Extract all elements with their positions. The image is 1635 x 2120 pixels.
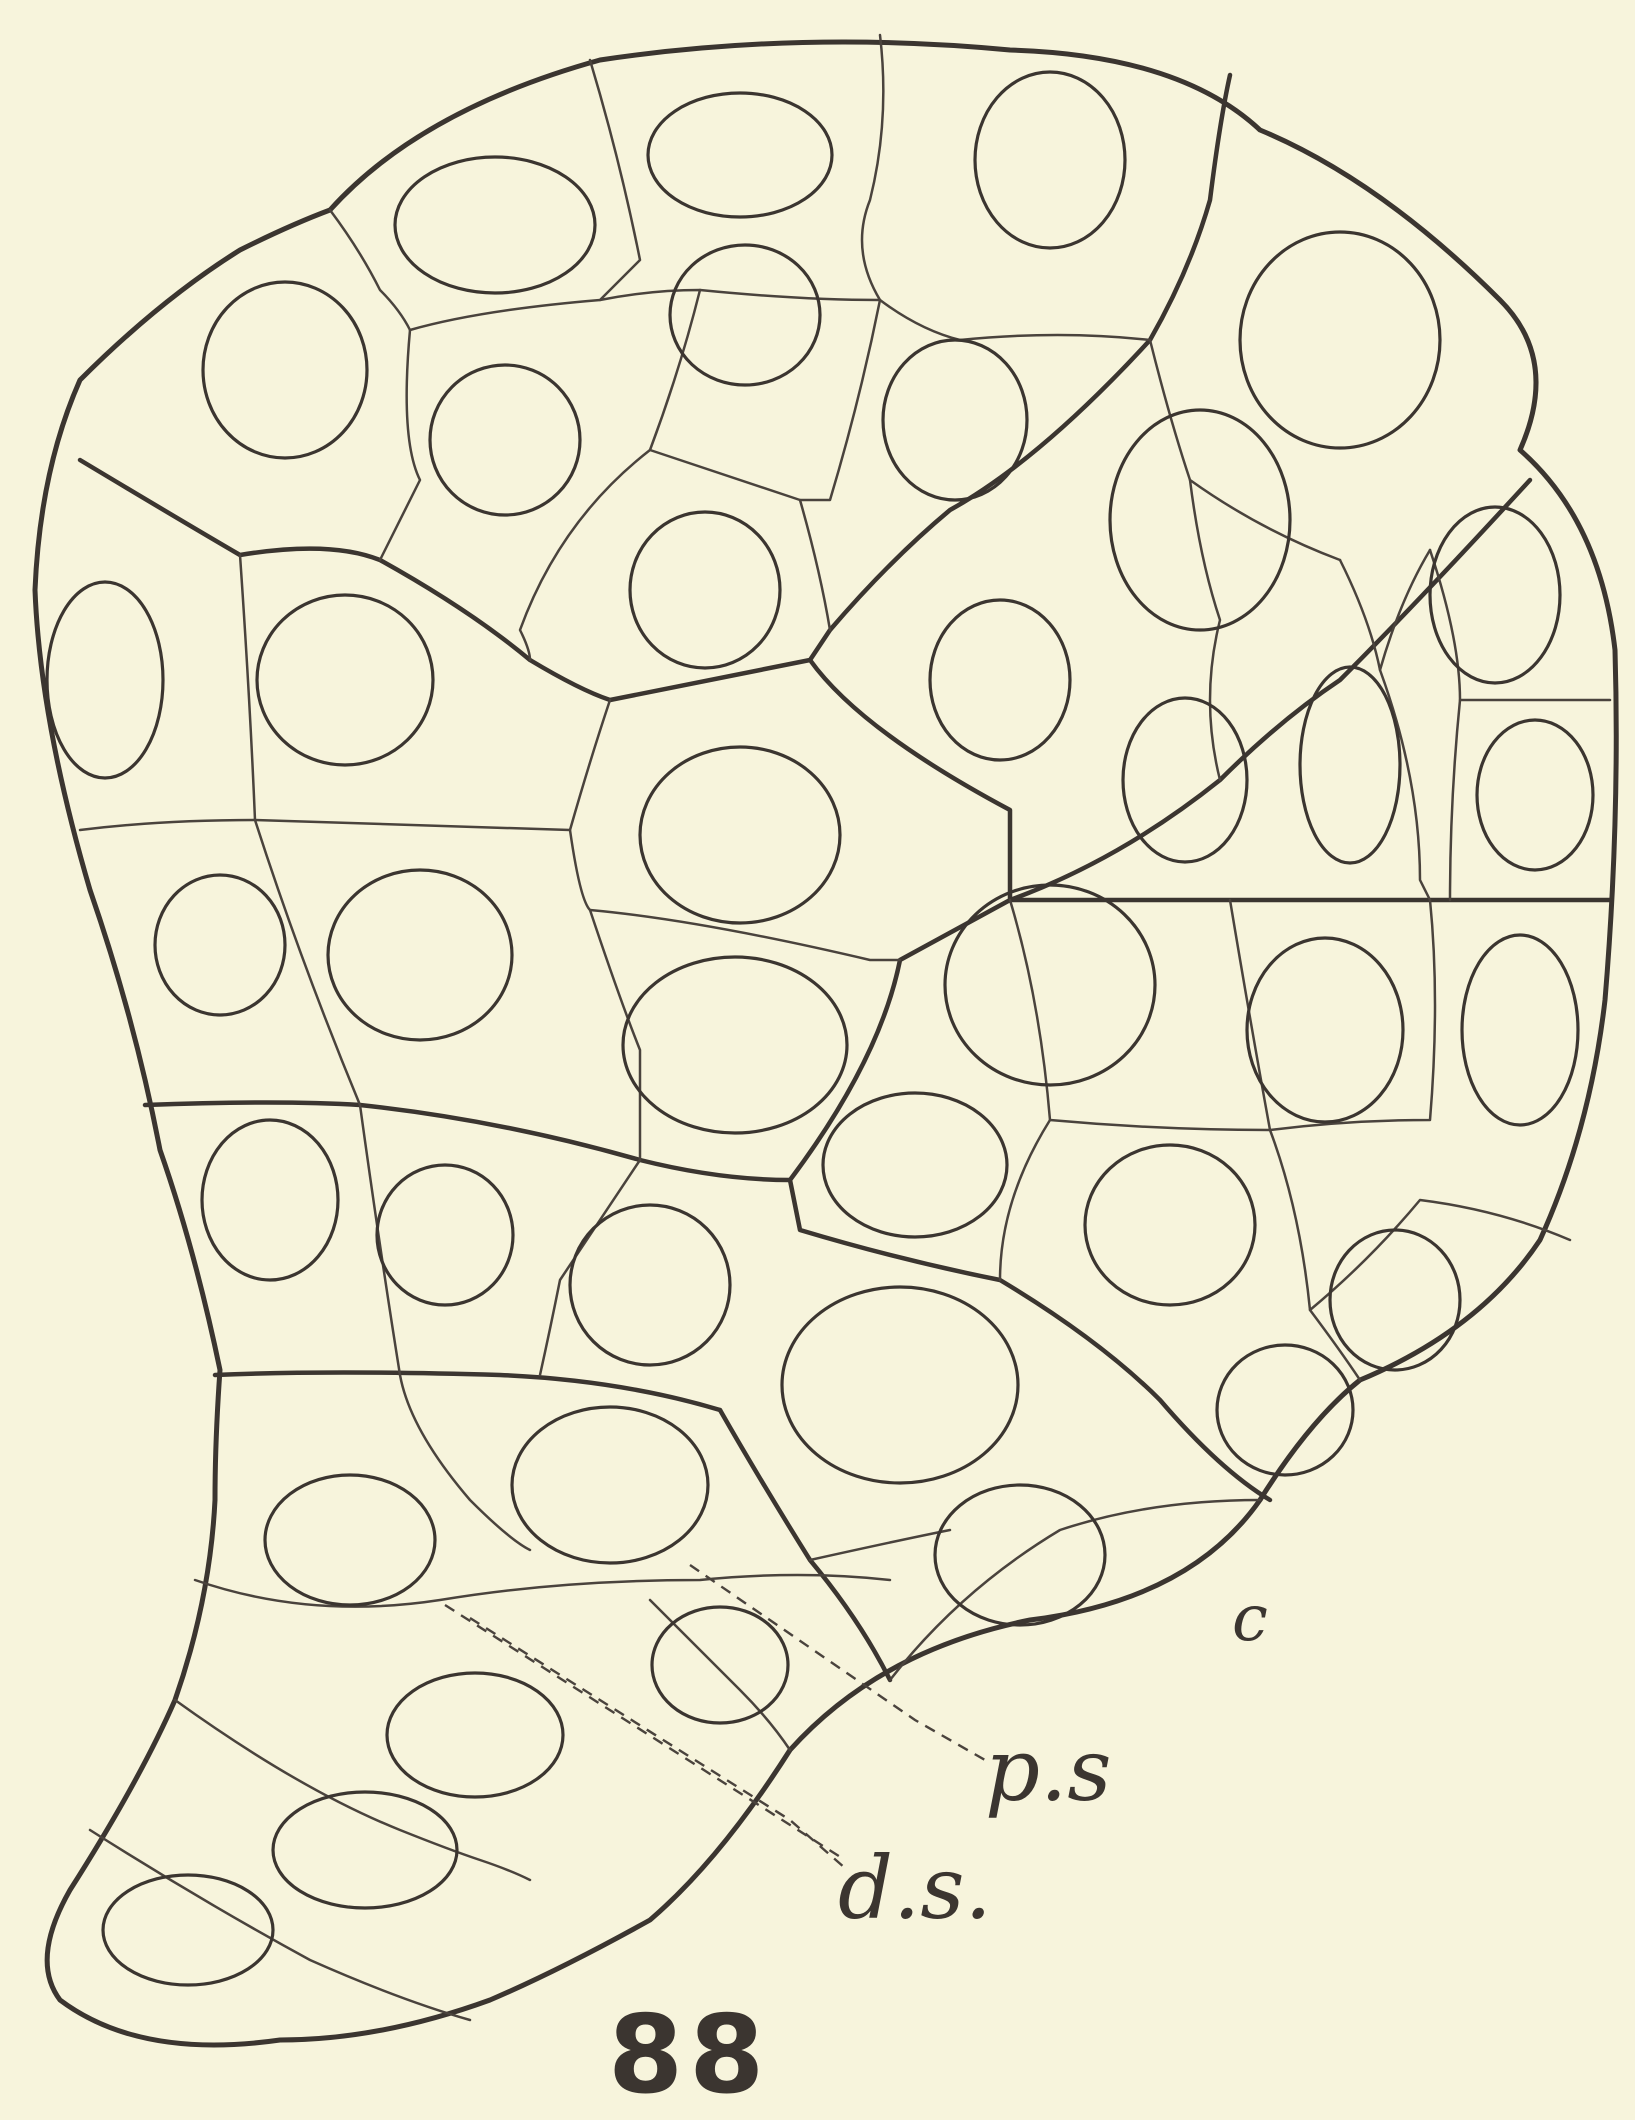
nucleus [47,582,163,778]
nucleus [1477,720,1593,870]
nucleus [377,1165,513,1305]
tissue-outline [35,42,1616,2045]
cell-nuclei [47,72,1593,1985]
nucleus [623,957,847,1133]
nucleus [1330,1230,1460,1370]
primary-wall-horizontal-2 [215,1373,720,1411]
figure-number: 88 [608,1993,770,2118]
nucleus [387,1673,563,1797]
nucleus [155,875,285,1015]
nucleus [630,512,780,668]
nucleus [652,1607,788,1723]
nucleus [1300,667,1400,863]
nucleus [1110,410,1290,630]
nucleus [945,885,1155,1085]
nucleus [328,870,512,1040]
label-leaders [445,1565,985,1868]
nucleus [1462,935,1578,1125]
primary-wall-lower [720,1410,890,1680]
nucleus [1430,507,1560,683]
nucleus [1085,1145,1255,1305]
nucleus [1123,698,1247,862]
nucleus [570,1205,730,1365]
primary-wall-top-left [80,75,1230,700]
nucleus [512,1407,708,1563]
nucleus [430,365,580,515]
nucleus [883,340,1027,500]
nucleus [257,595,433,765]
nucleus [202,1120,338,1280]
label-ps: p.s [985,1721,1112,1821]
nucleus [203,282,367,458]
label-c: c [1232,1582,1268,1656]
nucleus [273,1792,457,1908]
nucleus [975,72,1125,248]
nucleus [395,157,595,293]
nucleus [640,747,840,923]
nucleus [930,600,1070,760]
nucleus [1240,232,1440,448]
nucleus [823,1093,1007,1237]
nucleus [1247,938,1403,1122]
primary-wall-diagonal [790,660,1270,1500]
nucleus [648,93,832,217]
nucleus [782,1287,1018,1483]
label-ds: d.s. [838,1839,992,1939]
nucleus [265,1475,435,1605]
nucleus [1217,1345,1353,1475]
